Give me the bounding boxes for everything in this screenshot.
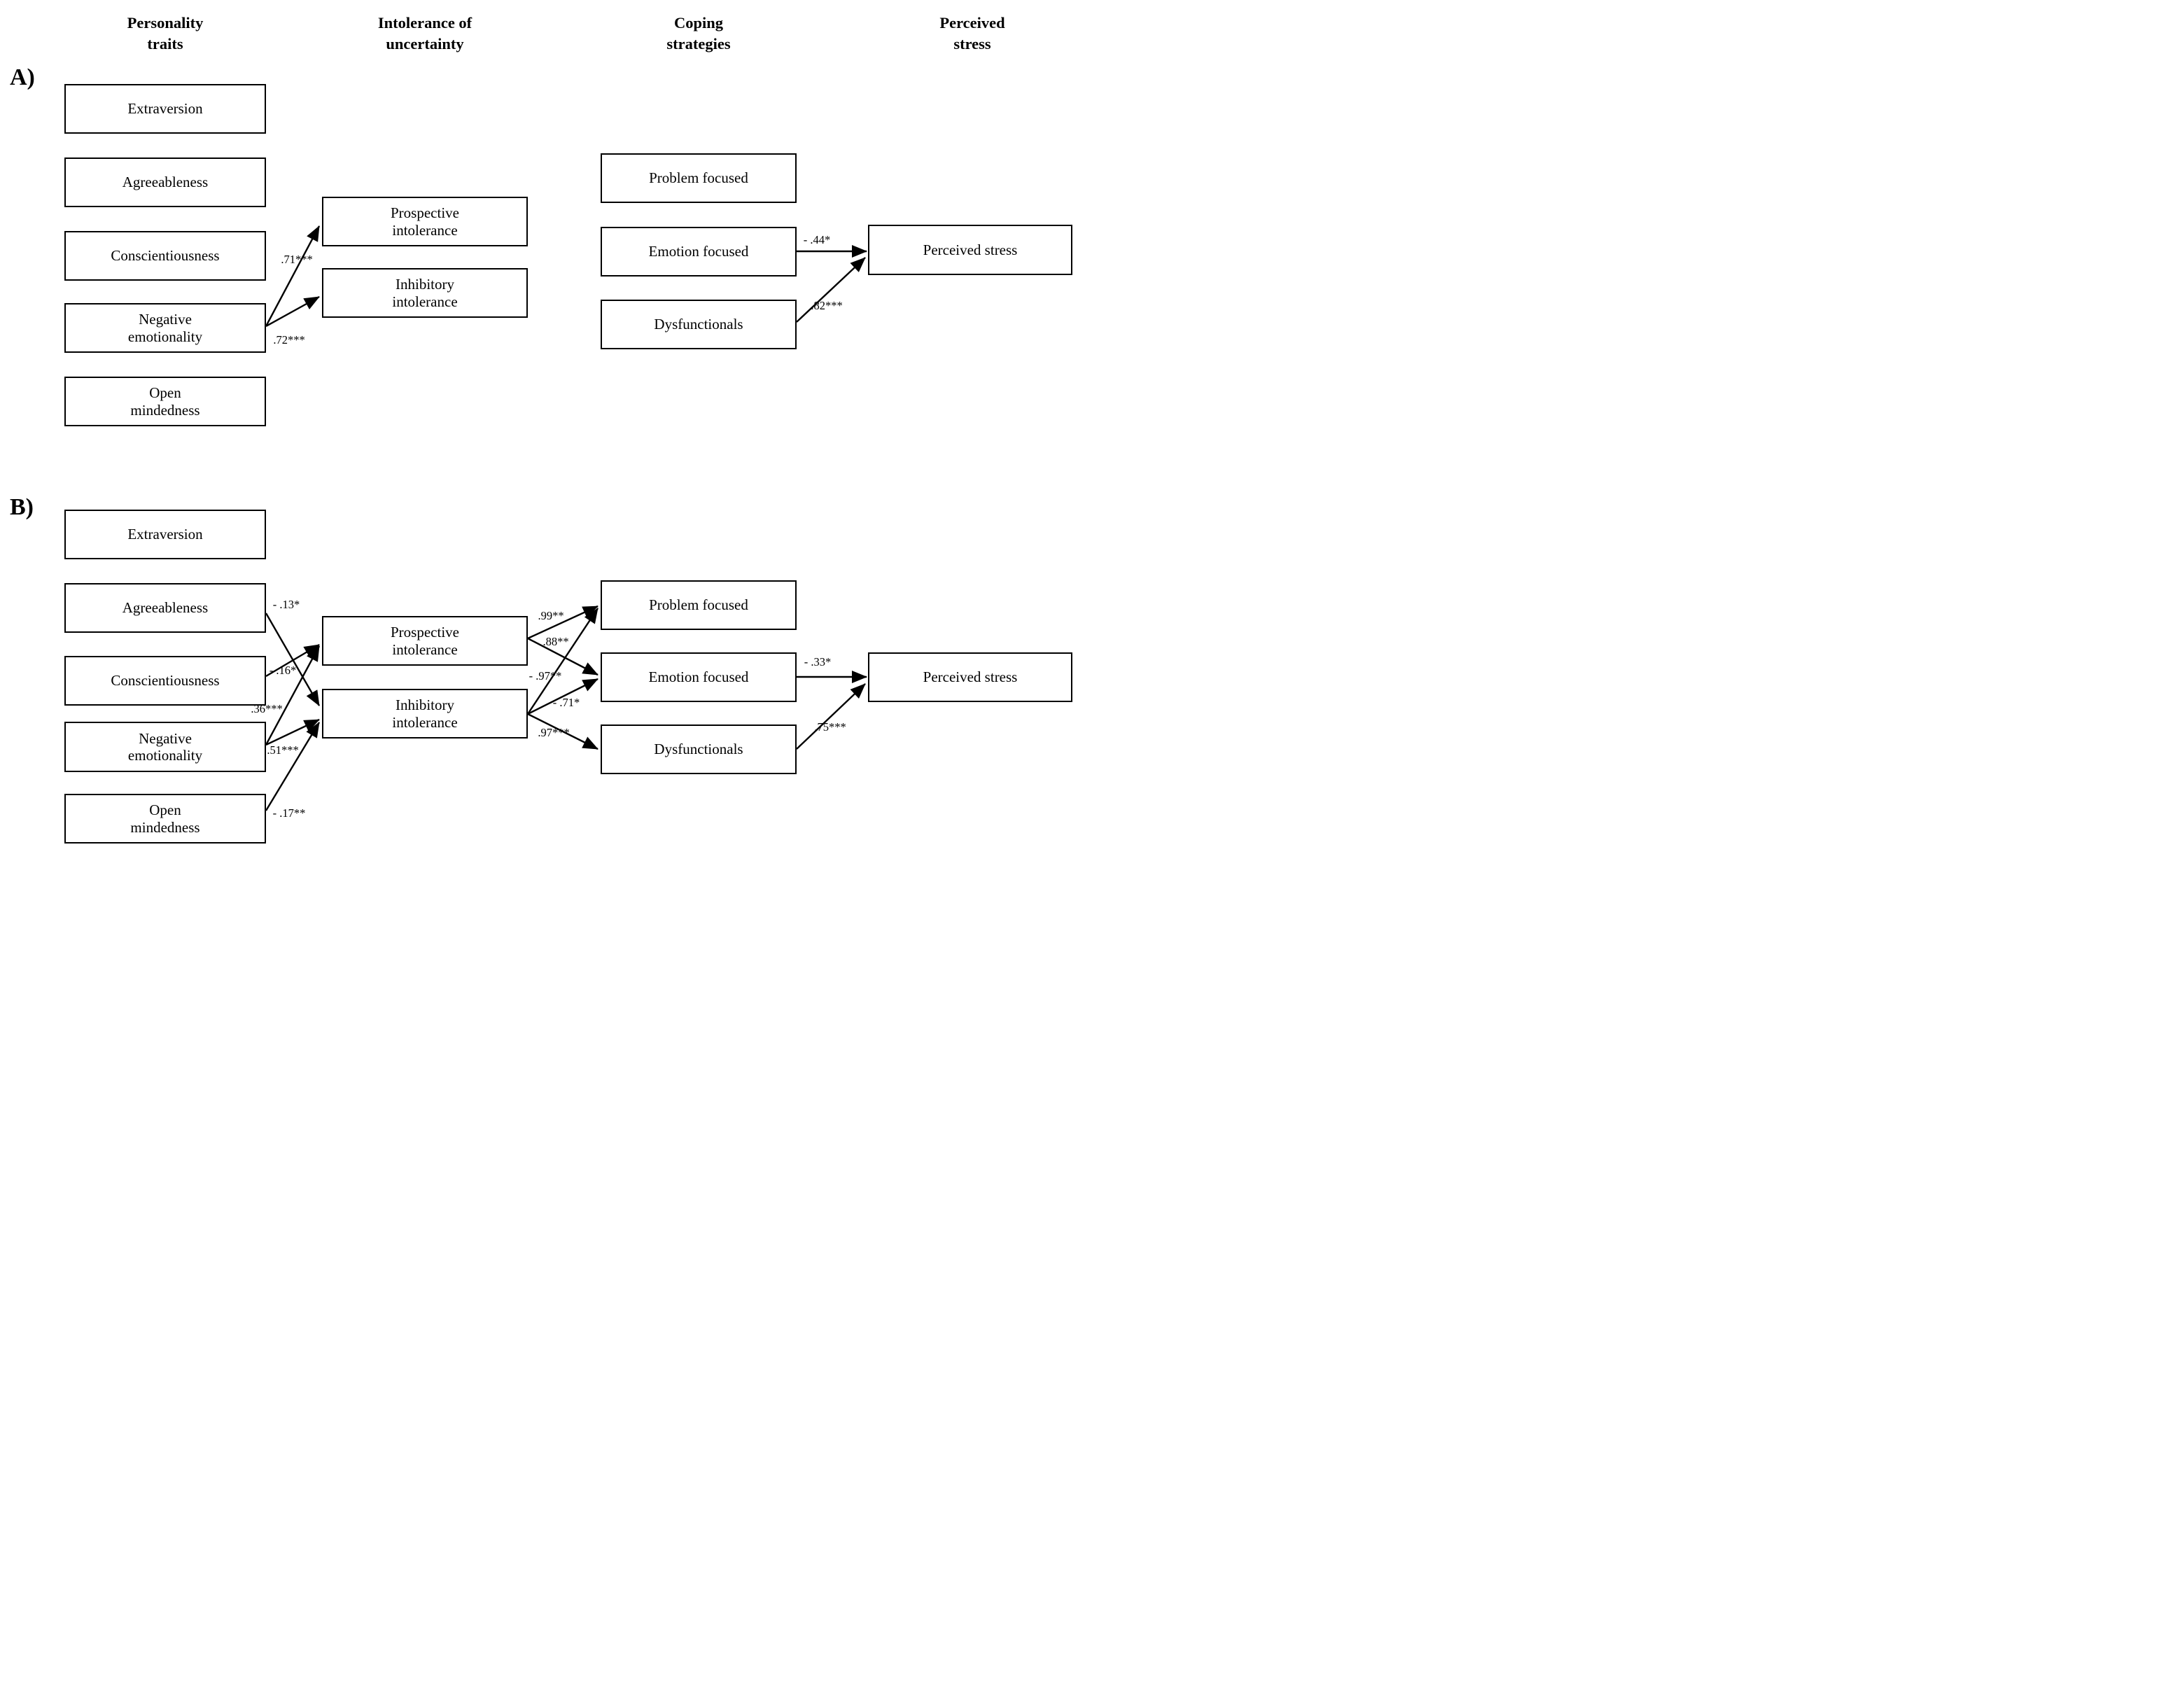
arrow-b-inhibitory-to-dysfunctionals bbox=[527, 713, 598, 750]
column-header-intolerance-of-uncertainty: Intolerance of uncertainty bbox=[327, 13, 523, 54]
coef-b-negemo-to-prospective: .36*** bbox=[251, 702, 283, 715]
coef-a-negemo-to-prospective: .71*** bbox=[281, 253, 313, 266]
arrow-b-negemo-to-prospective bbox=[265, 645, 321, 746]
panel-a-box-conscientiousness: Conscientiousness bbox=[64, 231, 266, 281]
header-line: Personality bbox=[127, 14, 204, 31]
panel-a-box-prospective-intolerance: Prospective intolerance bbox=[322, 197, 528, 246]
box-label: intolerance bbox=[392, 221, 458, 239]
header-line: strategies bbox=[666, 34, 731, 52]
panel-a-box-negative-emotionality: Negative emotionality bbox=[64, 303, 266, 353]
panel-b-box-prospective-intolerance: Prospective intolerance bbox=[322, 616, 528, 666]
panel-b-box-negative-emotionality: Negative emotionality bbox=[64, 722, 266, 772]
panel-b-box-perceived-stress: Perceived stress bbox=[868, 652, 1072, 702]
arrow-b-prospective-to-emotion bbox=[527, 637, 598, 676]
box-label: intolerance bbox=[392, 640, 458, 658]
coef-b-inhibitory-to-dysfunctionals: .97*** bbox=[538, 726, 570, 739]
panel-b-box-extraversion: Extraversion bbox=[64, 510, 266, 559]
header-line: stress bbox=[953, 34, 991, 52]
arrow-a-negemo-to-prospective bbox=[265, 225, 321, 327]
column-header-personality-traits: Personality traits bbox=[67, 13, 263, 54]
coef-b-openmind-to-inhibitory: - .17** bbox=[272, 806, 306, 820]
box-label: Perceived stress bbox=[923, 241, 1018, 258]
box-label: Inhibitory bbox=[396, 276, 454, 293]
panel-a-box-agreeableness: Agreeableness bbox=[64, 158, 266, 207]
arrow-b-inhibitory-to-emotion bbox=[527, 678, 598, 715]
panel-b-label: B) bbox=[10, 494, 34, 520]
box-label: Prospective bbox=[391, 624, 459, 641]
box-label: Conscientiousness bbox=[111, 247, 220, 265]
coef-a-dysfunctionals-to-stress: .82*** bbox=[811, 299, 843, 312]
panel-a-box-emotion-focused: Emotion focused bbox=[601, 227, 797, 276]
panel-b-box-dysfunctionals: Dysfunctionals bbox=[601, 724, 797, 774]
coef-b-prospective-to-emotion: .88** bbox=[542, 635, 569, 648]
coef-b-emotion-to-stress: - .33* bbox=[804, 655, 832, 668]
panel-b-box-conscientiousness: Conscientiousness bbox=[64, 656, 266, 706]
panel-a-box-perceived-stress: Perceived stress bbox=[868, 225, 1072, 275]
box-label: mindedness bbox=[130, 818, 200, 836]
path-diagram-figure: Personality traits Intolerance of uncert… bbox=[0, 0, 1088, 854]
panel-a-box-inhibitory-intolerance: Inhibitory intolerance bbox=[322, 268, 528, 318]
header-line: Perceived bbox=[939, 14, 1005, 31]
coef-b-inhibitory-to-problem: - .97** bbox=[528, 669, 562, 682]
box-label: Open bbox=[149, 384, 181, 402]
box-label: Emotion focused bbox=[648, 668, 749, 686]
panel-b-box-open-mindedness: Open mindedness bbox=[64, 794, 266, 844]
arrow-b-openmind-to-inhibitory bbox=[265, 722, 321, 811]
coef-b-inhibitory-to-emotion: - .71* bbox=[552, 696, 580, 709]
arrow-a-dysfunctionals-to-stress bbox=[796, 257, 866, 323]
header-line: uncertainty bbox=[386, 34, 464, 52]
box-label: emotionality bbox=[127, 328, 203, 345]
box-label: Conscientiousness bbox=[111, 672, 220, 690]
box-label: intolerance bbox=[392, 713, 458, 731]
header-line: Coping bbox=[673, 14, 724, 31]
box-label: Extraversion bbox=[127, 526, 203, 543]
box-label: mindedness bbox=[130, 401, 200, 419]
box-label: Negative bbox=[139, 729, 192, 747]
column-header-perceived-stress: Perceived stress bbox=[874, 13, 1070, 54]
box-label: Emotion focused bbox=[648, 243, 749, 260]
box-label: Perceived stress bbox=[923, 668, 1018, 686]
coef-b-agreeableness-to-inhibitory: - .13* bbox=[272, 598, 300, 611]
coef-b-dysfunctionals-to-stress: .75*** bbox=[814, 720, 846, 734]
box-label: Prospective bbox=[391, 204, 459, 222]
panel-b-box-inhibitory-intolerance: Inhibitory intolerance bbox=[322, 689, 528, 738]
box-label: Dysfunctionals bbox=[654, 316, 743, 333]
box-label: Extraversion bbox=[127, 100, 203, 118]
header-line: traits bbox=[147, 34, 183, 52]
panel-b-box-problem-focused: Problem focused bbox=[601, 580, 797, 630]
arrow-b-inhibitory-to-problem bbox=[526, 608, 599, 715]
arrow-b-dysfunctionals-to-stress bbox=[796, 683, 866, 750]
coef-a-negemo-to-inhibitory: .72*** bbox=[273, 333, 305, 346]
box-label: Agreeableness bbox=[122, 174, 209, 191]
box-label: Open bbox=[149, 802, 181, 819]
arrow-b-agreeableness-to-inhibitory bbox=[265, 612, 321, 706]
panel-a-label: A) bbox=[10, 64, 35, 90]
panel-b-box-agreeableness: Agreeableness bbox=[64, 583, 266, 633]
box-label: Negative bbox=[139, 311, 192, 328]
coef-a-emotion-to-stress: - .44* bbox=[803, 233, 831, 246]
coef-b-negemo-to-inhibitory: .51*** bbox=[267, 743, 299, 757]
panel-a-box-extraversion: Extraversion bbox=[64, 84, 266, 134]
panel-b-box-emotion-focused: Emotion focused bbox=[601, 652, 797, 702]
box-label: Inhibitory bbox=[396, 696, 454, 714]
panel-a-box-open-mindedness: Open mindedness bbox=[64, 377, 266, 426]
box-label: Dysfunctionals bbox=[654, 741, 743, 758]
header-line: Intolerance of bbox=[377, 14, 472, 31]
box-label: Problem focused bbox=[649, 169, 748, 187]
column-header-coping-strategies: Coping strategies bbox=[601, 13, 797, 54]
coef-b-conscientiousness-to-prospective: - .16* bbox=[269, 664, 297, 677]
arrow-a-negemo-to-inhibitory bbox=[265, 295, 320, 328]
arrow-layer bbox=[265, 225, 867, 811]
coef-b-prospective-to-problem: .99** bbox=[538, 609, 564, 622]
arrow-b-negemo-to-inhibitory bbox=[265, 718, 320, 746]
box-label: intolerance bbox=[392, 293, 458, 310]
box-label: Problem focused bbox=[649, 596, 748, 614]
panel-a-box-problem-focused: Problem focused bbox=[601, 153, 797, 203]
box-label: emotionality bbox=[127, 747, 203, 764]
panel-a-box-dysfunctionals: Dysfunctionals bbox=[601, 300, 797, 349]
box-label: Agreeableness bbox=[122, 599, 209, 617]
